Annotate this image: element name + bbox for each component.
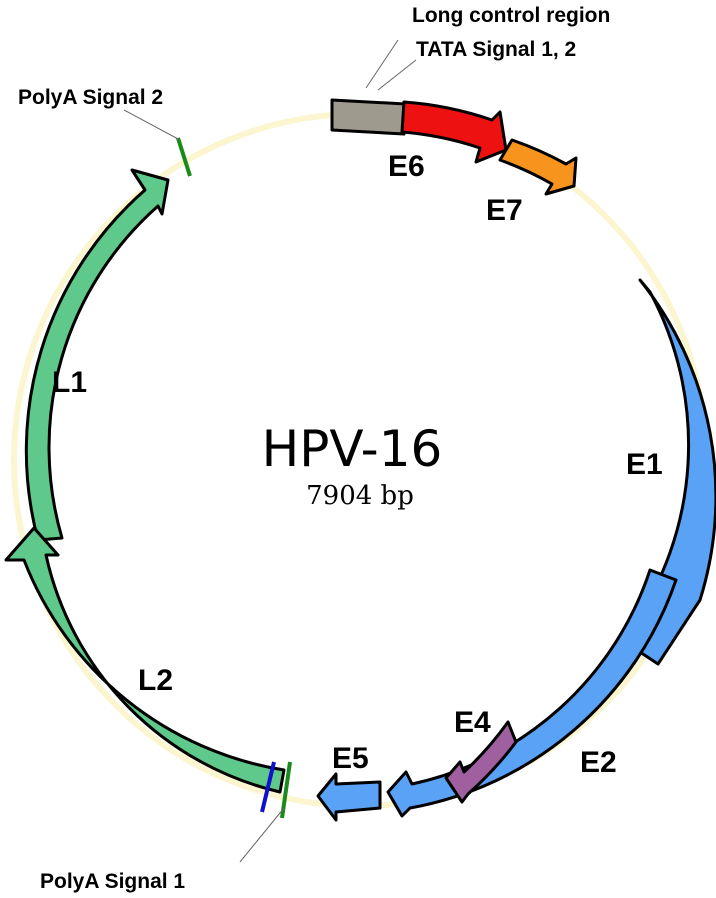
polya1-label: PolyA Signal 1 — [40, 870, 185, 893]
e4-label: E4 — [454, 706, 491, 739]
e5-gene-arc — [316, 772, 382, 822]
e4-gene-arc — [444, 720, 518, 804]
l1-label: L1 — [52, 366, 87, 399]
tata-label: TATA Signal 1, 2 — [416, 38, 576, 61]
polya-signal-2-marker — [176, 137, 192, 177]
lcr-leader-line — [365, 39, 399, 89]
l1-gene-arc — [24, 168, 170, 542]
e7-label: E7 — [486, 194, 523, 227]
lcr-label: Long control region — [412, 4, 610, 27]
polya2-leader-line — [123, 109, 181, 141]
polya1-leader-line — [239, 807, 285, 863]
e6-label: E6 — [388, 150, 425, 183]
l2-label: L2 — [138, 664, 173, 697]
lcr-block — [330, 98, 408, 136]
e1-label: E1 — [626, 448, 663, 481]
l2-gene-arc — [4, 526, 286, 794]
tata-leader-line — [377, 59, 417, 91]
map-title: HPV-16 — [262, 420, 443, 478]
e5-label: E5 — [332, 742, 369, 775]
e2-label: E2 — [580, 746, 617, 779]
e2-gene-arc — [386, 568, 678, 818]
e7-gene-arc — [498, 138, 578, 196]
blue-marker — [260, 761, 276, 813]
polya2-label: PolyA Signal 2 — [18, 86, 163, 109]
map-subtitle: 7904 bp — [306, 481, 414, 511]
e6-gene-arc — [400, 100, 508, 164]
